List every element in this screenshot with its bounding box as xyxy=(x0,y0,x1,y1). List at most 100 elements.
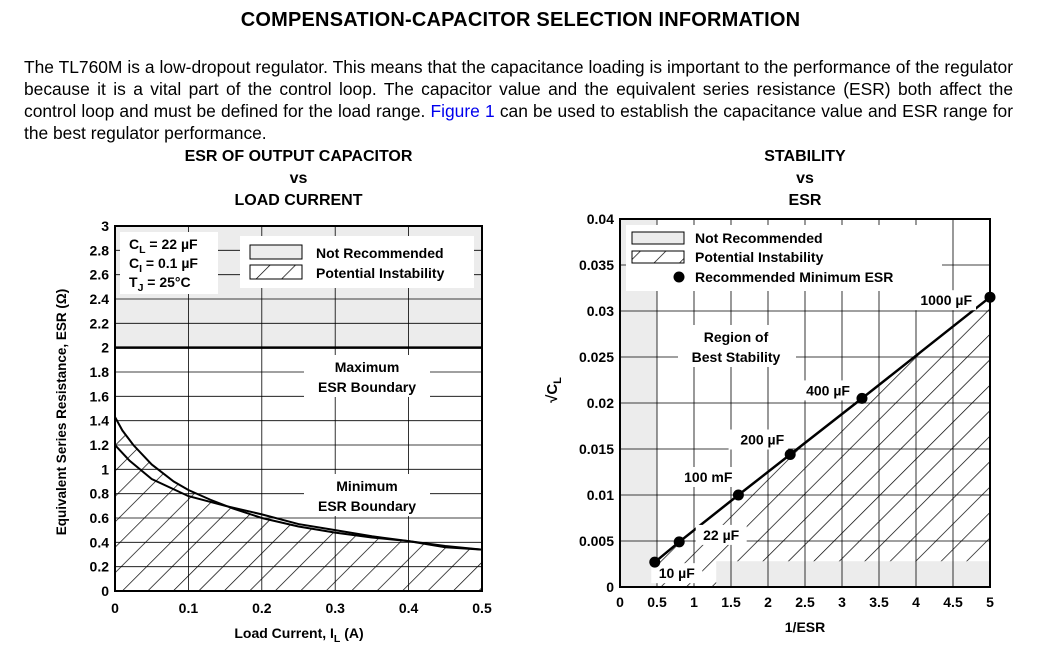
right-data-point xyxy=(649,556,661,568)
left-y-tick-label: 1.6 xyxy=(90,388,110,404)
right-x-tick-label: 3 xyxy=(838,594,846,610)
right-point-label: 200 µF xyxy=(740,432,784,448)
intro-paragraph: The TL760M is a low-dropout regulator. T… xyxy=(24,56,1013,144)
left-condition-1: CL = 22 µF xyxy=(129,236,198,256)
left-y-tick-label: 2.4 xyxy=(90,291,110,307)
left-chart-title-line-1: ESR OF OUTPUT CAPACITOR xyxy=(184,148,413,165)
left-min-label-2: ESR Boundary xyxy=(318,498,416,514)
right-point-label-bg xyxy=(728,429,789,450)
left-y-tick-label: 0.8 xyxy=(90,486,110,502)
right-y-tick-label: 0.035 xyxy=(579,257,614,273)
right-not-recommended-bottom-band xyxy=(716,561,990,587)
left-max-label-1: Maximum xyxy=(335,359,400,375)
left-x-tick-label: 0.4 xyxy=(399,600,419,616)
right-y-tick-label: 0.02 xyxy=(587,395,614,411)
right-data-point xyxy=(732,489,744,501)
right-legend-swatch-not-recommended xyxy=(631,231,685,245)
left-x-axis-label: Load Current, IL (A) xyxy=(234,625,363,645)
right-x-tick-label: 1.5 xyxy=(721,594,741,610)
left-max-label-2: ESR Boundary xyxy=(318,379,416,395)
right-y-tick-label: 0.015 xyxy=(579,441,614,457)
left-plot-frame xyxy=(114,225,483,592)
right-chart-title: STABILITY vs ESR xyxy=(620,146,990,212)
right-y-tick-label: 0.04 xyxy=(587,211,614,227)
right-legend-recommended-minimum-esr: Recommended Minimum ESR xyxy=(695,269,893,285)
right-x-tick-label: 5 xyxy=(986,594,994,610)
right-y-tick-label: 0.025 xyxy=(579,349,614,365)
right-y-tick-label: 0 xyxy=(606,579,614,595)
right-chart-title-line-2: vs xyxy=(796,170,814,187)
right-point-label: 1000 µF xyxy=(920,292,972,308)
left-legend-potential-instability: Potential Instability xyxy=(316,265,445,281)
left-y-tick-label: 0.6 xyxy=(90,510,110,526)
left-y-tick-label: 2 xyxy=(101,340,109,356)
right-x-tick-label: 2 xyxy=(764,594,772,610)
left-legend-swatch-instability xyxy=(249,264,303,280)
right-chart-title-line-1: STABILITY xyxy=(764,148,846,165)
right-point-label: 400 µF xyxy=(806,382,850,398)
left-x-tick-label: 0.5 xyxy=(472,600,492,616)
right-region-label-2: Best Stability xyxy=(692,349,781,365)
right-data-point xyxy=(673,536,685,548)
left-x-tick-label: 0.3 xyxy=(325,600,345,616)
right-legend-swatch-instability xyxy=(631,250,685,264)
left-y-tick-label: 2.2 xyxy=(90,315,110,331)
right-x-tick-label: 1 xyxy=(690,594,698,610)
left-legend-not-recommended: Not Recommended xyxy=(316,245,444,261)
intro-tail: can be used to establish the capacitance… xyxy=(24,101,1013,143)
left-min-label-bg xyxy=(304,474,430,516)
left-series-line-2 xyxy=(115,444,482,551)
right-chart-title-line-3: ESR xyxy=(788,192,822,209)
left-legend-swatch-not-recommended xyxy=(249,244,303,260)
left-y-tick-label: 0.4 xyxy=(90,534,110,550)
right-legend-not-recommended: Not Recommended xyxy=(695,230,823,246)
right-region-label-1: Region of xyxy=(704,329,769,345)
left-max-label-bg xyxy=(304,355,430,397)
left-condition-2: CI = 0.1 µF xyxy=(129,255,198,275)
left-instability-region xyxy=(115,417,482,591)
left-y-tick-label: 1 xyxy=(101,461,109,477)
left-x-tick-label: 0.2 xyxy=(252,600,272,616)
left-y-tick-label: 2.8 xyxy=(90,242,110,258)
right-x-tick-label: 2.5 xyxy=(795,594,815,610)
left-y-tick-label: 1.4 xyxy=(90,413,110,429)
left-min-label-1: Minimum xyxy=(336,478,397,494)
left-y-tick-label: 1.2 xyxy=(90,437,110,453)
right-point-label-bg xyxy=(676,467,737,487)
right-point-label: 22 µF xyxy=(703,527,740,543)
right-y-tick-label: 0.03 xyxy=(587,303,614,319)
right-point-label: 10 µF xyxy=(659,565,696,581)
intro-text: The TL760M is a low-dropout regulator. T… xyxy=(24,57,1013,121)
left-chart-title: ESR OF OUTPUT CAPACITOR vs LOAD CURRENT xyxy=(115,146,482,212)
left-y-tick-label: 0.2 xyxy=(90,559,110,575)
left-y-tick-label: 2.6 xyxy=(90,267,110,283)
right-legend-potential-instability: Potential Instability xyxy=(695,249,824,265)
right-point-label-bg xyxy=(651,563,703,584)
left-condition-3: TJ = 25°C xyxy=(129,274,191,294)
left-chart-title-line-3: LOAD CURRENT xyxy=(234,192,363,209)
left-chart-title-line-2: vs xyxy=(289,170,308,187)
right-x-tick-label: 0.5 xyxy=(647,594,667,610)
right-instability-region xyxy=(654,297,990,587)
right-x-tick-label: 0 xyxy=(616,594,624,610)
right-region-label-bg xyxy=(678,325,796,367)
left-conditions-box xyxy=(120,232,218,294)
right-data-point xyxy=(856,392,868,404)
right-x-tick-label: 4 xyxy=(912,594,920,610)
right-data-point xyxy=(784,449,796,461)
figure-1-link[interactable]: Figure 1 xyxy=(430,101,495,121)
left-y-tick-label: 0 xyxy=(101,583,109,599)
right-point-label-bg xyxy=(695,524,747,545)
right-point-label-bg xyxy=(794,380,854,401)
left-y-tick-label: 1.8 xyxy=(90,364,110,380)
right-plot-frame xyxy=(619,218,991,588)
left-y-tick-label: 3 xyxy=(101,218,109,234)
right-y-axis-label: √CL xyxy=(544,377,564,403)
right-data-point xyxy=(984,291,996,303)
right-y-tick-label: 0.01 xyxy=(587,487,614,503)
left-x-tick-label: 0.1 xyxy=(179,600,199,616)
right-y-tick-label: 0.005 xyxy=(579,533,614,549)
left-y-axis-label: Equivalent Series Resistance, ESR (Ω) xyxy=(54,289,69,535)
page-title: COMPENSATION-CAPACITOR SELECTION INFORMA… xyxy=(240,9,801,31)
